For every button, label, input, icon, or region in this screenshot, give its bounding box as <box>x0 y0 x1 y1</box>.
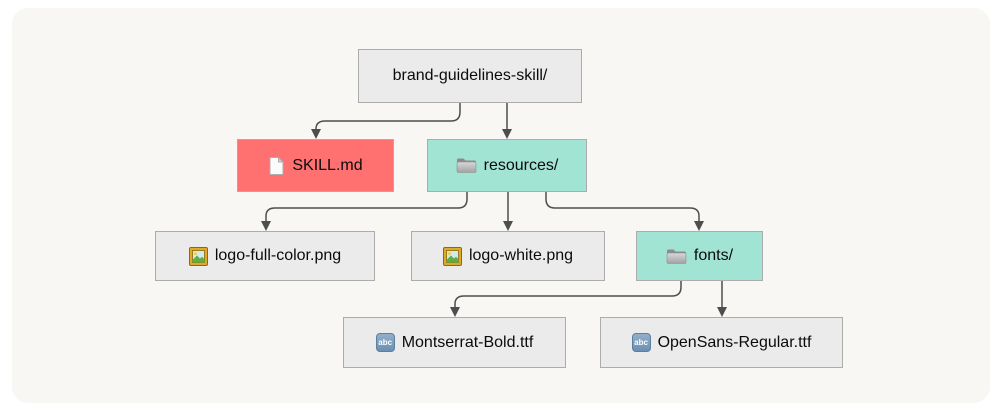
node-logo-white: logo-white.png <box>411 231 605 281</box>
font-abc-icon: abc <box>375 333 395 352</box>
edge-root-to-skill-md <box>315 103 461 130</box>
node-label: fonts/ <box>693 247 734 264</box>
folder-icon <box>666 248 687 265</box>
node-label: Montserrat-Bold.ttf <box>401 333 534 351</box>
arrowhead-resources <box>502 129 512 139</box>
node-montserrat-bold: abc Montserrat-Bold.ttf <box>343 317 566 368</box>
node-skill-md: SKILL.md <box>237 139 394 192</box>
folder-icon <box>456 157 477 174</box>
node-label: OpenSans-Regular.ttf <box>657 333 812 351</box>
arrowhead-skill-md <box>311 129 321 139</box>
edge-resources-to-logo-full-color <box>265 192 468 221</box>
arrowhead-logo-full-color <box>261 221 271 231</box>
arrowhead-logo-white <box>503 221 513 231</box>
edge-resources-to-fonts <box>545 192 700 221</box>
node-label: logo-full-color.png <box>214 247 342 264</box>
edge-fonts-to-montserrat <box>454 281 682 307</box>
font-abc-icon: abc <box>631 333 651 352</box>
arrowhead-fonts <box>694 221 704 231</box>
node-opensans-regular: abc OpenSans-Regular.ttf <box>600 317 843 368</box>
node-resources: resources/ <box>427 139 587 192</box>
image-icon <box>188 246 208 266</box>
arrowhead-montserrat <box>450 307 460 317</box>
document-icon <box>268 155 285 176</box>
image-icon <box>442 246 462 266</box>
node-brand-guidelines-skill: brand-guidelines-skill/ <box>358 49 582 103</box>
node-label: logo-white.png <box>468 247 574 264</box>
node-label: SKILL.md <box>292 156 363 174</box>
node-fonts: fonts/ <box>636 231 763 281</box>
node-label: brand-guidelines-skill/ <box>392 67 548 84</box>
node-logo-full-color: logo-full-color.png <box>155 231 375 281</box>
arrowhead-opensans <box>717 307 727 317</box>
node-label: resources/ <box>483 156 559 174</box>
